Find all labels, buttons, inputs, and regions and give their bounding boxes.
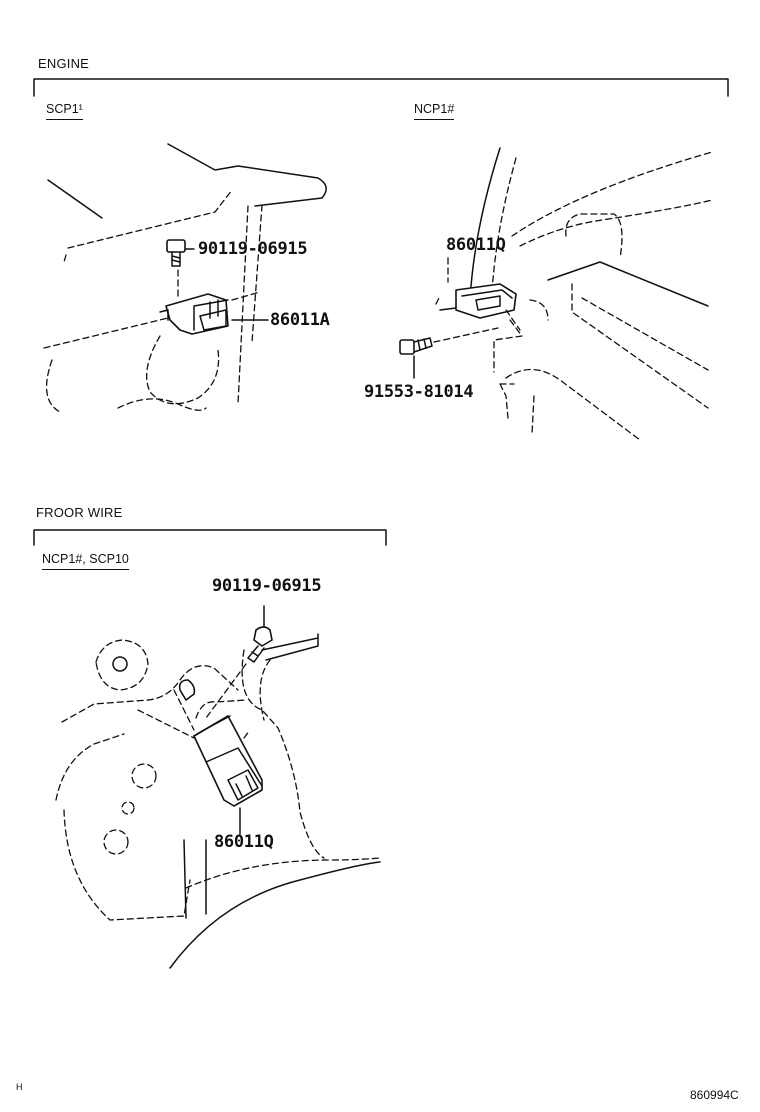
floor-sensor-86011q-icon <box>193 715 263 807</box>
footer-left-mark: H <box>16 1082 23 1092</box>
floor-wire-section-title: FROOR WIRE <box>36 505 123 520</box>
scp-sensor-part-number: 86011A <box>270 310 330 330</box>
engine-section-title: ENGINE <box>38 56 90 71</box>
floor-wire-section-bracket <box>33 529 387 546</box>
floor-sensor-part-number: 86011Q <box>214 832 274 852</box>
scp-variant-label: SCP1¹ <box>46 102 83 120</box>
ncp-bolt-part-number: 91553-81014 <box>364 382 474 402</box>
ncp-engine-illustration <box>399 147 713 441</box>
floor-wire-illustration <box>55 605 381 969</box>
ncp-sensor-part-number: 86011Q <box>446 235 506 255</box>
ncp-bolt-91553-icon <box>399 337 433 355</box>
scp-bolt-part-number: 90119-06915 <box>198 239 308 259</box>
scp-engine-illustration <box>43 143 327 413</box>
floor-wire-variant-label: NCP1#, SCP10 <box>42 552 129 570</box>
floor-wire-clip-icon <box>178 679 196 701</box>
engine-section-bracket <box>33 78 729 97</box>
ncp-sensor-86011q-icon <box>439 283 517 319</box>
floor-bolt-part-number: 90119-06915 <box>212 576 322 596</box>
ncp-variant-label: NCP1# <box>414 102 455 120</box>
scp-sensor-86011a-icon <box>159 293 229 335</box>
illustration-code: 860994C <box>690 1088 739 1102</box>
scp-bolt-90119-icon <box>166 239 186 267</box>
floor-bolt-90119-icon <box>247 626 273 663</box>
